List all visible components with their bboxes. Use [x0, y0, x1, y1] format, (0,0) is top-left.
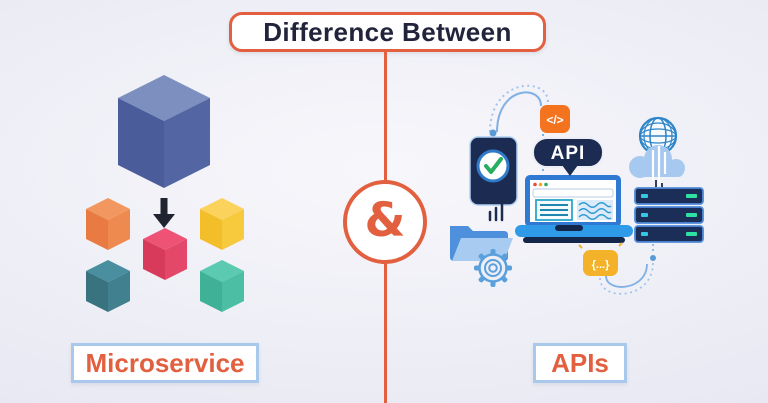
braces-icon-text: {...} — [592, 259, 610, 271]
braces-icon: {...} — [578, 242, 623, 276]
monolith-cube-icon — [118, 75, 210, 188]
arrow-down-icon — [153, 198, 175, 228]
page-title: Difference Between — [263, 16, 512, 47]
beam-lines — [651, 146, 667, 187]
ampersand-badge: & — [343, 180, 427, 264]
apis-label-box: APIs — [533, 343, 627, 383]
browser-window-icon — [530, 180, 616, 222]
checkmark-icon — [476, 149, 510, 183]
microservice-illustration — [86, 75, 244, 312]
microservice-label: Microservice — [85, 347, 245, 378]
ampersand-text: & — [364, 193, 406, 248]
gear-icon — [474, 249, 512, 287]
api-badge-text: API — [551, 143, 586, 164]
api-badge: API — [532, 137, 604, 176]
bottom-connector-lines — [599, 244, 656, 295]
microservice-label-box: Microservice — [71, 343, 259, 383]
code-icon-text: </> — [546, 113, 563, 127]
code-icon: </> — [540, 105, 570, 133]
apis-label: APIs — [551, 347, 609, 378]
smartphone-icon — [469, 136, 518, 222]
laptop-icon — [515, 175, 633, 243]
title-box: Difference Between — [229, 12, 546, 52]
server-stack-icon — [634, 187, 704, 243]
microservices-cubes-icon — [86, 198, 244, 312]
cloud-icon — [629, 145, 685, 178]
signal-bars-icon — [488, 202, 504, 222]
api-illustration: </> API — [450, 84, 704, 295]
